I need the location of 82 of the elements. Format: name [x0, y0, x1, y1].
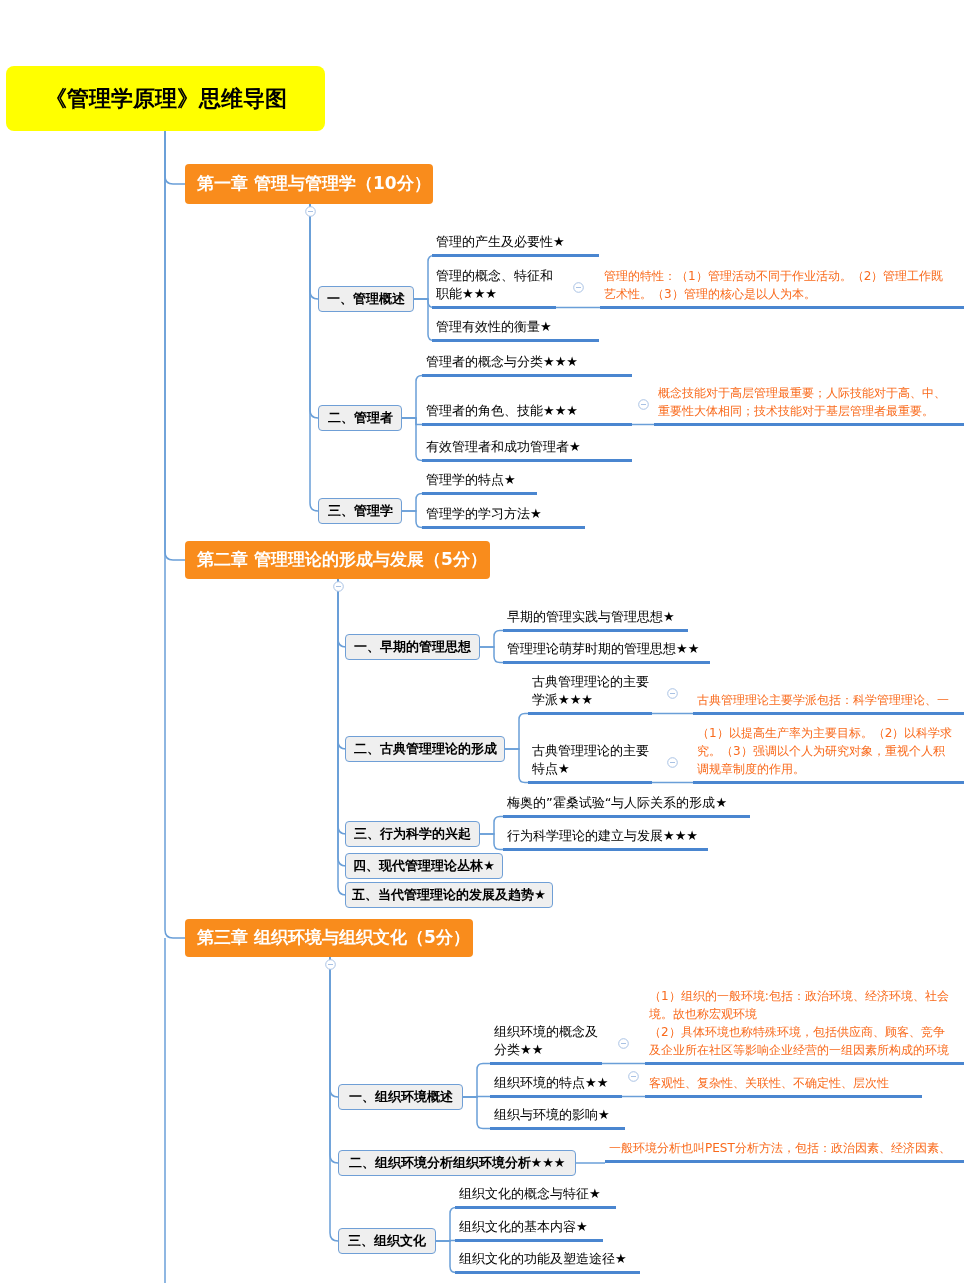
- chapter-title: 第一章 管理与管理学（10分）: [197, 172, 431, 196]
- connector-line: [401, 510, 423, 529]
- topic-text: 管理理论萌芽时期的管理思想★★: [507, 640, 701, 658]
- note-text: （1）以提高生产率为主要目标。（2）以科学求: [697, 725, 954, 742]
- note-text: 概念技能对于高层管理最重要；人际技能对于高、中、: [658, 385, 947, 402]
- topic-text: 管理有效性的衡量★: [436, 318, 553, 336]
- note-text: （2）具体环境也称特殊环境，包括供应商、顾客、竞争: [649, 1024, 946, 1041]
- connector-line: [164, 130, 186, 939]
- note-text: 艺术性。（3）管理的核心是以人为本。: [604, 286, 817, 303]
- topic-text: 管理者的概念与分类★★★: [426, 353, 579, 371]
- title-banner: [6, 66, 325, 131]
- section-box: [345, 853, 503, 879]
- topic-text: 组织环境的概念及分类★★: [494, 1023, 599, 1059]
- connector-line: [651, 781, 694, 784]
- topic-text: 早期的管理实践与管理思想★: [507, 608, 676, 626]
- note-text: 一般环境分析也叫PEST分析方法，包括：政治因素、经济因素、: [609, 1140, 952, 1157]
- note-text: 究。（3）强调以个人为研究对象，重视个人积: [697, 743, 946, 760]
- connector-line: [631, 423, 655, 426]
- topic-text: 行为科学理论的建立与发展★★★: [507, 827, 699, 845]
- section-box: [318, 286, 414, 312]
- connector-line: [621, 1095, 646, 1098]
- section-title: 二、古典管理理论的形成: [353, 740, 497, 759]
- topic-text: 管理的概念、特征和职能★★★: [436, 267, 554, 303]
- connector-line: [479, 646, 504, 664]
- section-title: 一、早期的管理思想: [354, 638, 471, 657]
- connector-line: [651, 712, 694, 715]
- connector-line: [479, 833, 504, 851]
- section-box: [345, 882, 553, 908]
- connector-line: [309, 203, 319, 512]
- section-title: 五、当代管理理论的发展及趋势★: [352, 886, 546, 905]
- section-title: 二、管理者: [327, 409, 393, 428]
- section-title: 三、组织文化: [348, 1232, 426, 1251]
- section-box: [338, 1084, 463, 1110]
- connector-line: [601, 1062, 646, 1065]
- connector-line: [329, 956, 339, 1242]
- note-text: 管理的特性：（1）管理活动不同于作业活动。（2）管理工作既: [604, 268, 945, 285]
- section-box: [345, 821, 480, 847]
- topic-text: 管理学的特点★: [426, 471, 517, 489]
- connector-line: [413, 298, 435, 342]
- title-text: 《管理学原理》思维导图: [44, 85, 287, 113]
- connector-line: [401, 417, 423, 462]
- connector-line: [575, 1162, 606, 1164]
- chapter-bar: [185, 919, 473, 957]
- section-box: [338, 1228, 436, 1254]
- topic-text: 组织文化的功能及塑造途径★: [459, 1250, 628, 1268]
- section-title: 四、现代管理理论丛林★: [353, 857, 495, 876]
- section-title: 二、组织环境分析组织环境分析★★★: [348, 1154, 566, 1173]
- connector-line: [435, 1240, 457, 1274]
- note-text: 境。故也称宏观环境: [649, 1006, 758, 1023]
- topic-text: 管理学的学习方法★: [426, 505, 543, 523]
- chapter-title: 第二章 管理理论的形成与发展（5分）: [197, 548, 487, 572]
- note-text: 古典管理理论主要学派包括：科学管理理论、一: [697, 692, 950, 709]
- chapter-bar: [185, 541, 490, 579]
- connector-line: [462, 1096, 491, 1130]
- section-box: [345, 634, 480, 660]
- topic-text: 古典管理理论的主要特点★: [532, 742, 650, 778]
- section-box: [338, 1150, 576, 1176]
- note-text: （1）组织的一般环境:包括：政治环境、经济环境、社会: [649, 988, 950, 1005]
- topic-text: 组织文化的概念与特征★: [459, 1185, 602, 1203]
- note-text: 重要性大体相同；技术技能对于基层管理者最重要。: [658, 403, 935, 420]
- chapter-bar: [185, 164, 433, 204]
- section-title: 三、管理学: [327, 502, 393, 521]
- note-text: 客观性、复杂性、关联性、不确定性、层次性: [649, 1075, 890, 1092]
- topic-text: 管理者的角色、技能★★★: [426, 402, 579, 420]
- topic-text: 组织文化的基本内容★: [459, 1218, 589, 1236]
- note-text: 及企业所在社区等影响企业经营的一组因素所构成的环境: [649, 1042, 950, 1059]
- topic-text: 组织环境的特点★★: [494, 1074, 610, 1092]
- section-box: [318, 498, 402, 524]
- note-text: 调规章制度的作用。: [697, 761, 806, 778]
- section-title: 一、管理概述: [327, 290, 405, 309]
- section-box: [318, 405, 402, 431]
- section-title: 三、行为科学的兴起: [354, 825, 471, 844]
- topic-text: 有效管理者和成功管理者★: [426, 438, 582, 456]
- topic-text: 梅奥的”霍桑试验“与人际关系的形成★: [507, 794, 729, 812]
- connector-line: [555, 306, 601, 309]
- chapter-title: 第三章 组织环境与组织文化（5分）: [197, 926, 470, 950]
- topic-text: 古典管理理论的主要学派★★★: [532, 673, 650, 709]
- topic-text: 组织与环境的影响★: [494, 1106, 611, 1124]
- connector-line: [504, 748, 529, 784]
- section-title: 一、组织环境概述: [348, 1088, 453, 1107]
- topic-text: 管理的产生及必要性★: [436, 233, 566, 251]
- section-box: [345, 736, 505, 762]
